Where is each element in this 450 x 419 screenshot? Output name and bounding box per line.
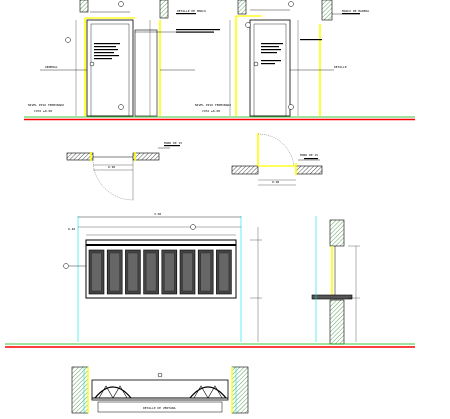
window-pane-glass xyxy=(200,252,211,292)
plan-b-label: MURO DE 15 xyxy=(300,153,318,157)
window-pane-glass xyxy=(182,252,193,292)
window-total: 3.60 xyxy=(154,212,161,216)
elev-a-floor: NIVEL PISO TERMINADO xyxy=(28,103,64,107)
window-pane-glass xyxy=(218,252,230,292)
plan-door-a: 0.90 MURO DE 15 xyxy=(66,141,182,201)
window-side: 0.40 xyxy=(68,227,75,231)
section-bottom-label: DETALLE DE VENTANA xyxy=(143,406,176,410)
window-pane-glass xyxy=(145,252,157,292)
elev-a-floor-sub: COTA ±0.00 xyxy=(34,109,52,113)
elevation-door-b: DETALLE MARCO DE MADERA NIVEL PISO TERMI… xyxy=(195,0,369,117)
plan-door-b: 0.90 MURO DE 15 xyxy=(231,133,323,186)
window-panes xyxy=(88,249,232,295)
window-pane-glass xyxy=(109,252,120,292)
elev-a-note: GENERAL xyxy=(45,65,58,69)
window-pane-glass xyxy=(127,252,139,292)
elev-b-header: MARCO DE MADERA xyxy=(342,9,369,13)
window-pane-glass xyxy=(91,252,102,292)
elev-b-floor: NIVEL PISO TERMINADO xyxy=(195,103,231,107)
plan-b-dim: 0.90 xyxy=(272,180,279,184)
window-side-section xyxy=(311,216,360,345)
elevation-door-a: GENERAL DETALLE DE MARCO NIVEL PISO TERM… xyxy=(28,0,220,117)
elev-b-right: DETALLE xyxy=(334,65,347,69)
window-bottom-section: DETALLE DE VENTANA xyxy=(71,366,249,414)
elev-b-floor-sub: COTA ±0.00 xyxy=(202,109,220,113)
window-pane-glass xyxy=(164,252,175,292)
plan-a-label: MURO DE 15 xyxy=(164,141,182,145)
plan-a-dim: 0.90 xyxy=(108,165,115,169)
window-elevation: 3.60 0.40 xyxy=(63,212,262,342)
elev-a-header: DETALLE DE MARCO xyxy=(177,9,206,13)
